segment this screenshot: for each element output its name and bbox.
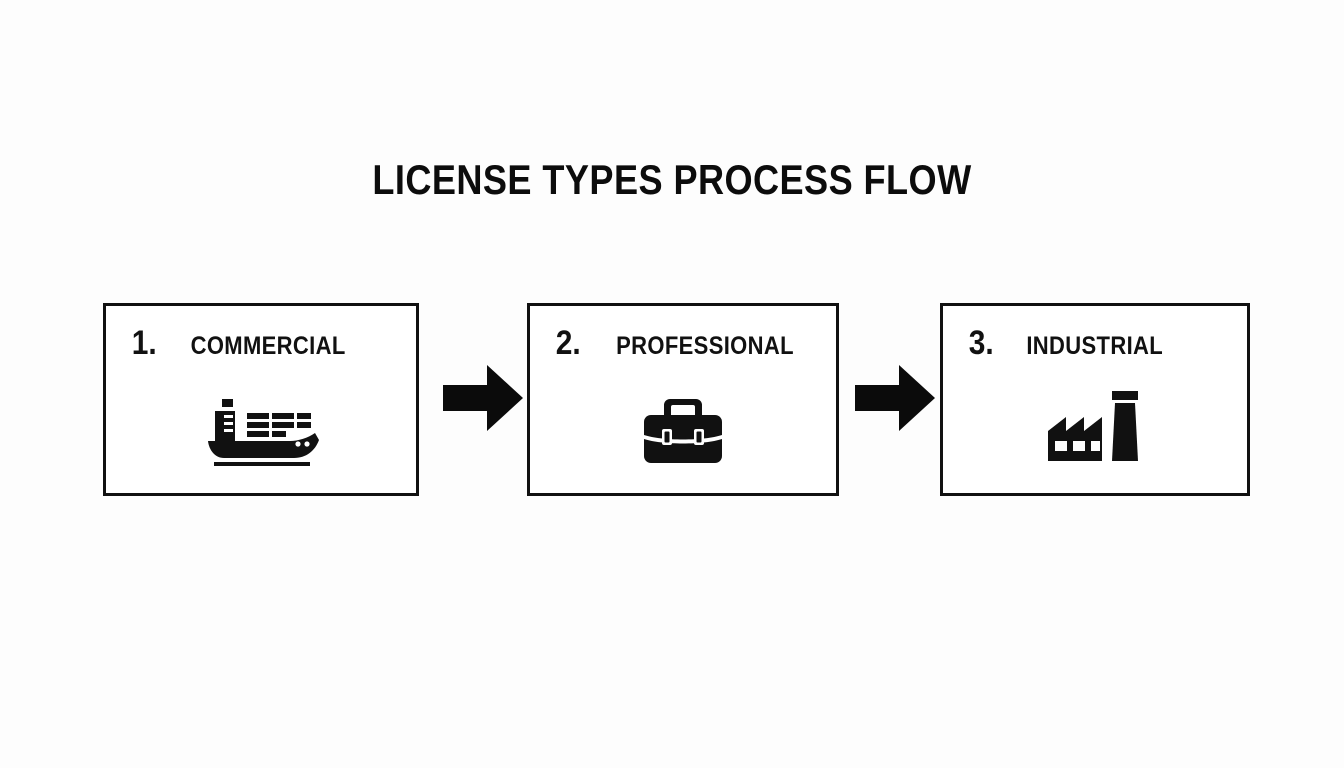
briefcase-icon	[642, 395, 724, 467]
page-title: LICENSE TYPES PROCESS FLOW	[372, 156, 972, 203]
step-icon-slot	[530, 389, 836, 467]
step-header: 2. PROFESSIONAL	[530, 326, 836, 361]
step-number: 2.	[555, 324, 581, 362]
step-number: 1.	[131, 324, 157, 362]
step-header: 3. INDUSTRIAL	[943, 326, 1247, 361]
step-header: 1. COMMERCIAL	[106, 326, 416, 361]
step-label: INDUSTRIAL	[1026, 332, 1164, 360]
container-ship-icon	[202, 395, 320, 467]
step-box-industrial[interactable]: 3. INDUSTRIAL	[940, 303, 1250, 496]
step-box-professional[interactable]: 2. PROFESSIONAL	[527, 303, 839, 496]
step-box-commercial[interactable]: 1. COMMERCIAL	[103, 303, 419, 496]
step-label: PROFESSIONAL	[616, 332, 795, 360]
factory-icon	[1046, 391, 1144, 467]
arrow-right-icon	[443, 365, 523, 431]
arrow-right-icon	[855, 365, 935, 431]
step-number: 3.	[968, 324, 994, 362]
step-label: COMMERCIAL	[190, 332, 347, 360]
step-icon-slot	[943, 389, 1247, 467]
process-flow-row: 1. COMMERCIAL	[103, 303, 1250, 496]
step-icon-slot	[106, 389, 416, 467]
